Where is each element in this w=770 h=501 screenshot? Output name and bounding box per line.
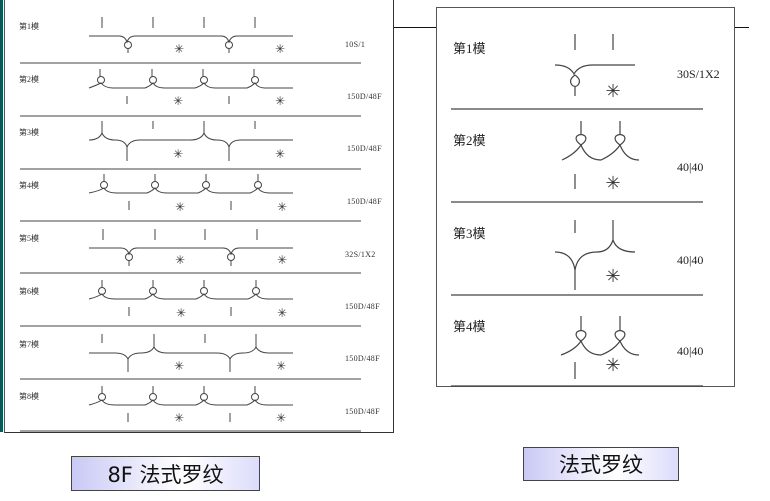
svg-text:✳: ✳ (277, 253, 287, 267)
svg-text:✳: ✳ (174, 42, 184, 56)
connector-line (394, 27, 436, 28)
row-label: 第2模 (19, 75, 39, 84)
svg-text:✳: ✳ (605, 266, 620, 287)
row-label: 第7模 (19, 340, 39, 349)
row-label: 第1模 (19, 22, 39, 31)
right-caption: 法式罗纹 (523, 447, 679, 481)
row-label: 第3模 (453, 226, 486, 241)
yarn-spec: 10S/1 (345, 40, 366, 49)
svg-text:✳: ✳ (176, 306, 186, 320)
svg-text:✳: ✳ (175, 253, 185, 267)
yarn-spec: 40|40 (677, 344, 704, 358)
svg-text:✳: ✳ (275, 42, 285, 56)
row-label: 第1模 (453, 41, 486, 56)
connector-line (735, 27, 749, 28)
yarn-spec: 150D/48F (345, 407, 380, 416)
row-label: 第6模 (19, 287, 39, 296)
yarn-spec: 150D/48F (347, 92, 382, 101)
right-diagram-panel: ✳ ✳ ✳ ✳ 第1模 第2模 第3模 第4模 30S/1X2 40|40 40… (436, 7, 735, 387)
svg-text:✳: ✳ (275, 147, 285, 161)
svg-text:✳: ✳ (173, 94, 183, 108)
svg-text:✳: ✳ (275, 94, 285, 108)
yarn-spec: 150D/48F (347, 144, 382, 153)
svg-text:✳: ✳ (605, 355, 620, 376)
svg-text:✳: ✳ (173, 147, 183, 161)
svg-text:✳: ✳ (277, 200, 287, 214)
left-stitch-diagrams: ✳ ✳ ✳ ✳ ✳ ✳ ✳ ✳ ✳ ✳ ✳ ✳ ✳ ✳ ✳ ✳ (20, 17, 361, 432)
row-label: 第5模 (19, 234, 39, 243)
yarn-spec: 40|40 (677, 253, 704, 267)
svg-text:✳: ✳ (175, 200, 185, 214)
row-label: 第4模 (19, 181, 39, 190)
svg-text:✳: ✳ (276, 411, 286, 425)
left-diagram-panel: ✳✳ ✳✳ ✳✳ ✳✳ ✳✳ ✳✳ ✳✳ ✳✳ 第1模 第2模 第3模 第4模 … (4, 0, 394, 433)
row-label: 第4模 (453, 319, 486, 334)
right-stitch-diagrams: ✳ ✳ ✳ ✳ (451, 34, 703, 387)
svg-text:✳: ✳ (277, 306, 287, 320)
svg-text:✳: ✳ (174, 411, 184, 425)
row-label: 第2模 (453, 133, 486, 148)
slide-edge-strip (0, 0, 3, 432)
svg-text:✳: ✳ (605, 81, 620, 102)
yarn-spec: 32S/1X2 (345, 250, 376, 259)
svg-text:✳: ✳ (605, 173, 620, 194)
yarn-spec: 40|40 (677, 160, 704, 174)
svg-text:✳: ✳ (174, 359, 184, 373)
row-label: 第3模 (19, 128, 39, 137)
left-caption: 8F 法式罗纹 (71, 456, 260, 491)
yarn-spec: 150D/48F (347, 197, 382, 206)
yarn-spec: 30S/1X2 (677, 67, 720, 81)
svg-text:✳: ✳ (276, 359, 286, 373)
row-label: 第8模 (19, 392, 39, 401)
yarn-spec: 150D/48F (345, 302, 380, 311)
yarn-spec: 150D/48F (345, 354, 380, 363)
